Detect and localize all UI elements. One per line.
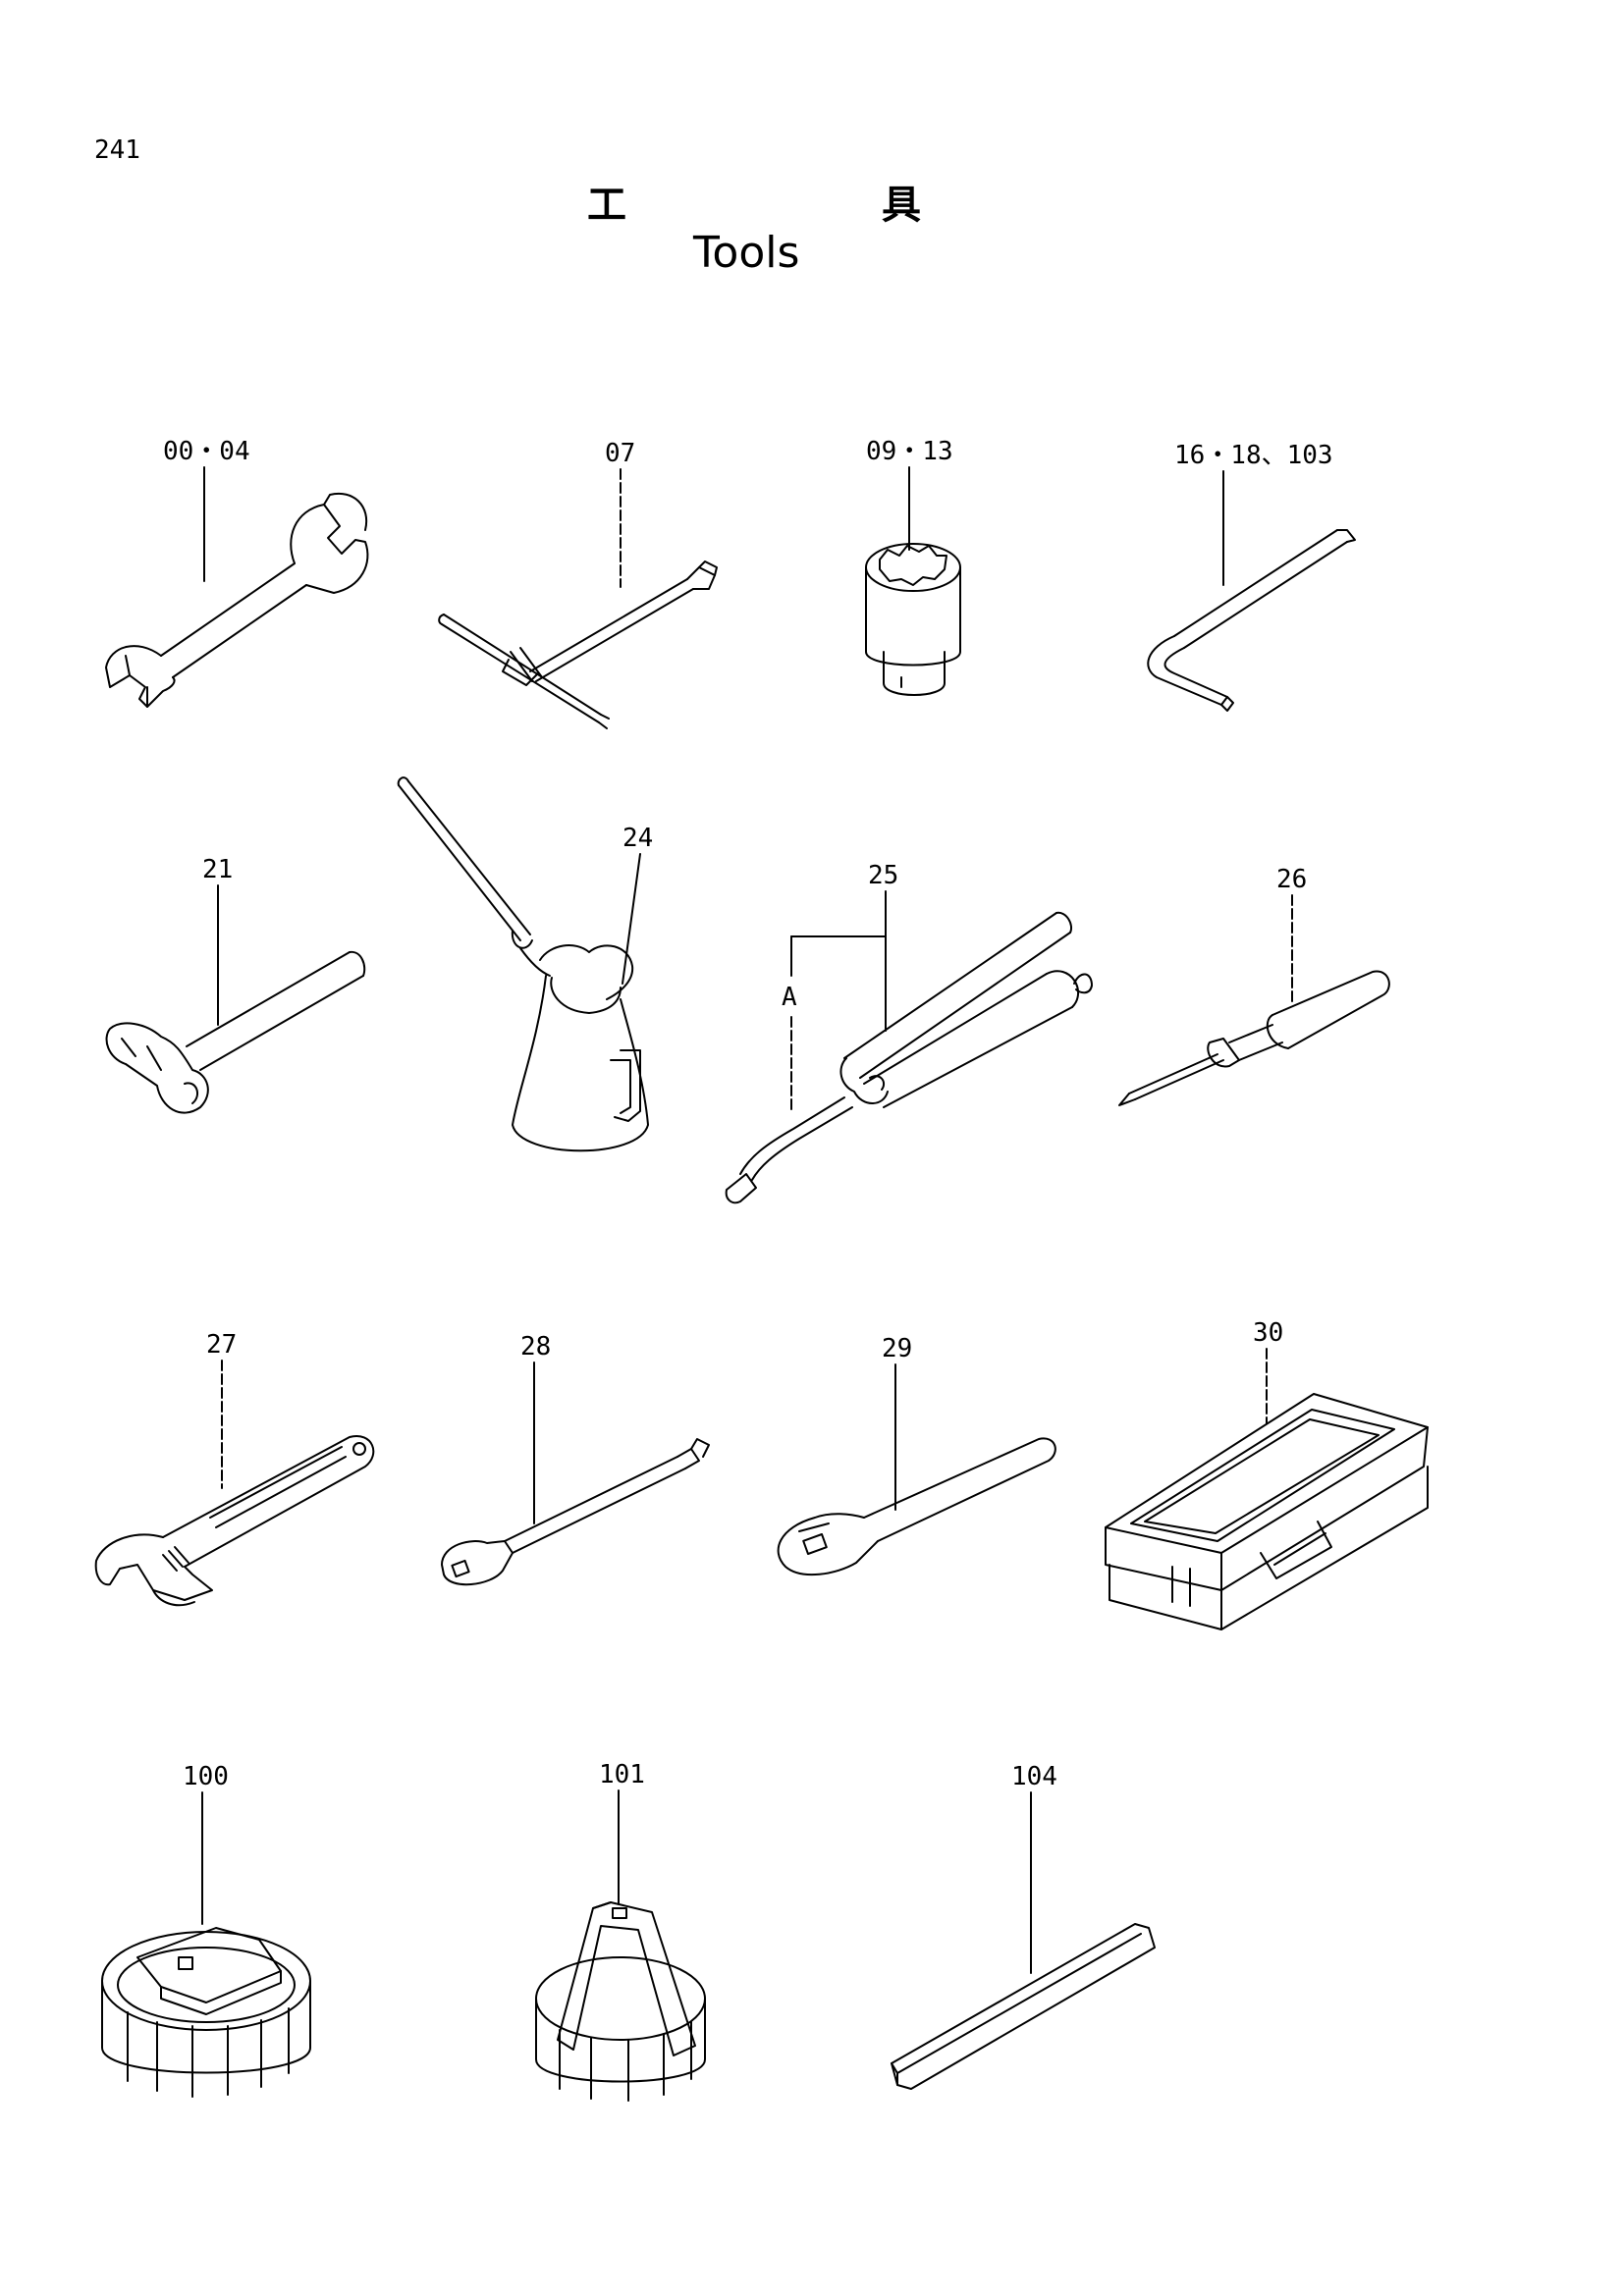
oil-can-drawing xyxy=(399,777,648,1150)
socket-drawing xyxy=(866,544,960,695)
filter-wrench-100-drawing xyxy=(102,1928,310,2097)
t-wrench-drawing xyxy=(439,561,717,728)
grease-gun-drawing xyxy=(727,913,1092,1202)
label-filter-wrench-100: 100 xyxy=(183,1762,229,1791)
label-tool-box: 30 xyxy=(1253,1318,1283,1348)
label-hex-key: 16・18、103 xyxy=(1174,441,1333,470)
label-filter-wrench-101: 101 xyxy=(599,1760,645,1789)
label-t-wrench: 07 xyxy=(605,439,635,468)
open-end-wrench-item: 00・04 xyxy=(106,437,367,707)
oil-can-item: 24 xyxy=(399,777,653,1150)
screwdriver-drawing xyxy=(1119,972,1389,1105)
label-extension-bar: 28 xyxy=(520,1332,551,1362)
hammer-item: 21 xyxy=(107,855,365,1113)
t-wrench-item: 07 xyxy=(439,439,717,728)
label-hammer: 21 xyxy=(202,855,233,884)
screwdriver-item: 26 xyxy=(1119,865,1389,1105)
ratchet-handle-drawing xyxy=(779,1438,1055,1575)
open-end-wrench-drawing xyxy=(106,494,367,707)
hex-bar-drawing xyxy=(892,1924,1155,2089)
label-socket: 09・13 xyxy=(866,437,953,466)
page-number: 241 xyxy=(94,135,140,165)
title-jp-char-2: 具 xyxy=(882,183,921,228)
label-wrench: 00・04 xyxy=(163,437,250,466)
hex-bar-item: 104 xyxy=(892,1762,1155,2089)
title-japanese: 工 具 xyxy=(587,173,921,230)
label-grease-gun-a: A xyxy=(782,983,797,1012)
label-hex-bar: 104 xyxy=(1011,1762,1057,1791)
extension-bar-item: 28 xyxy=(442,1332,709,1584)
label-oil-can: 24 xyxy=(622,824,653,853)
socket-item: 09・13 xyxy=(866,437,960,695)
adjustable-wrench-drawing xyxy=(96,1436,374,1605)
label-adjustable-wrench: 27 xyxy=(206,1330,237,1360)
hex-key-drawing xyxy=(1148,530,1355,711)
label-ratchet-handle: 29 xyxy=(882,1334,912,1363)
title-english: Tools xyxy=(693,228,800,278)
label-screwdriver: 26 xyxy=(1276,865,1307,894)
leader-line-oil-can xyxy=(622,854,640,984)
adjustable-wrench-item: 27 xyxy=(96,1330,374,1605)
extension-bar-drawing xyxy=(442,1439,709,1584)
tool-box-item: 30 xyxy=(1106,1318,1428,1629)
ratchet-handle-item: 29 xyxy=(779,1334,1055,1575)
tool-box-drawing xyxy=(1106,1394,1428,1629)
hex-key-item: 16・18、103 xyxy=(1148,441,1355,711)
grease-gun-item: 25 A xyxy=(727,861,1092,1202)
filter-wrench-101-drawing xyxy=(536,1902,705,2101)
label-grease-gun: 25 xyxy=(868,861,898,890)
filter-wrench-100-item: 100 xyxy=(102,1762,310,2097)
title-jp-char-1: 工 xyxy=(587,183,626,228)
filter-wrench-101-item: 101 xyxy=(536,1760,705,2101)
hammer-drawing xyxy=(107,952,365,1113)
